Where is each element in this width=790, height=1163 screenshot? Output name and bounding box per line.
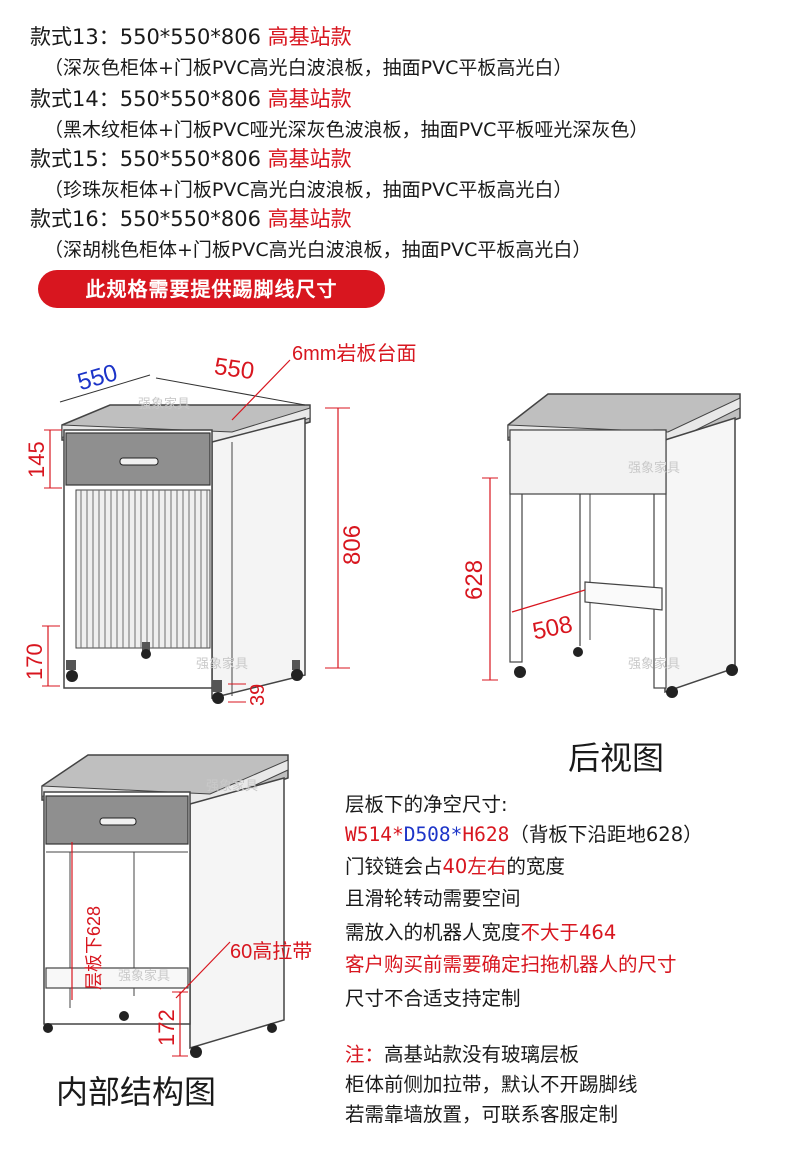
note-line-3: 若需靠墙放置，可联系客服定制 [345, 1103, 619, 1126]
note-line-2: 柜体前侧加拉带，默认不开踢脚线 [345, 1073, 638, 1096]
info-hinge: 门铰链会占40左右的宽度 [345, 855, 565, 878]
info-custom: 尺寸不合适支持定制 [345, 987, 521, 1010]
wheel [267, 1023, 277, 1033]
dim-back-628: 628 [461, 560, 488, 600]
spec-line-14: 款式14：550*550*806 高基站款 [30, 87, 352, 111]
door-panel [75, 489, 211, 649]
inner-band [45, 967, 189, 989]
note-line-1: 注：高基站款没有玻璃层板 [345, 1043, 580, 1066]
dim-top-slab: 6mm岩板台面 [292, 342, 416, 365]
info-robot-width: 需放入的机器人宽度不大于464 [345, 921, 617, 944]
wheel [212, 680, 224, 704]
spec-line-16: 款式16：550*550*806 高基站款 [30, 207, 352, 231]
wheel [573, 647, 583, 657]
caption-back-view: 后视图 [568, 739, 665, 777]
wheel [119, 1011, 129, 1021]
info-confirm: 客户购买前需要确定扫拖机器人的尺寸 [345, 953, 677, 976]
spec-desc-15: （珍珠灰柜体+门板PVC高光白波浪板，抽面PVC平板高光白） [44, 179, 573, 201]
inner-drawer-handle [99, 817, 137, 826]
spec-desc-14: （黑木纹柜体+门板PVC哑光深灰色波浪板，抽面PVC平板哑光深灰色） [44, 119, 649, 141]
watermark: 强象家具 [118, 968, 170, 984]
dim-height-806: 806 [339, 525, 366, 565]
watermark: 强象家具 [196, 656, 248, 672]
caption-inner-structure: 内部结构图 [56, 1073, 217, 1111]
fluted-door [75, 489, 211, 649]
watermark: 强象家具 [206, 778, 258, 794]
drawer-handle [119, 457, 159, 466]
info-wheel: 且滑轮转动需要空间 [345, 887, 521, 910]
watermark: 强象家具 [628, 460, 680, 476]
wheel [141, 642, 151, 659]
spec-line-13: 款式13：550*550*806 高基站款 [30, 25, 352, 49]
spec-tag: 高基站款 [267, 147, 352, 171]
spec-tag: 高基站款 [267, 207, 352, 231]
wheel [291, 660, 303, 681]
dim-drawer-145: 145 [24, 441, 49, 478]
wheel [66, 660, 78, 682]
spec-line-15: 款式15：550*550*806 高基站款 [30, 147, 352, 171]
dim-inner-band: 60高拉带 [230, 940, 312, 963]
dim-wheel-39: 39 [247, 684, 269, 706]
wheel [190, 1046, 202, 1058]
dim-inner-shelf: 层板下628 [84, 906, 104, 990]
watermark: 强象家具 [628, 656, 680, 672]
spec-desc-13: （深灰色柜体+门板PVC高光白波浪板，抽面PVC平板高光白） [44, 57, 573, 79]
wheel [43, 1023, 53, 1033]
notice-badge: 此规格需要提供踢脚线尺寸 [38, 270, 385, 308]
dim-width-550: 550 [212, 353, 255, 385]
wheel [726, 664, 738, 676]
back-panel [509, 429, 667, 495]
dim-inner-172: 172 [154, 1009, 179, 1046]
info-dimensions: W514*D508*H628（背板下沿距地628） [345, 823, 703, 846]
spec-desc-16: （深胡桃色柜体+门板PVC高光白波浪板，抽面PVC平板高光白） [44, 239, 592, 261]
back-band [584, 581, 663, 611]
wheel [666, 686, 678, 698]
spec-tag: 高基站款 [267, 87, 352, 111]
spec-tag: 高基站款 [267, 25, 352, 49]
wheel [514, 666, 526, 678]
dim-base-170: 170 [22, 643, 47, 680]
inner-side [189, 777, 285, 1050]
info-title: 层板下的净空尺寸: [345, 793, 508, 816]
watermark: 强象家具 [138, 396, 190, 412]
